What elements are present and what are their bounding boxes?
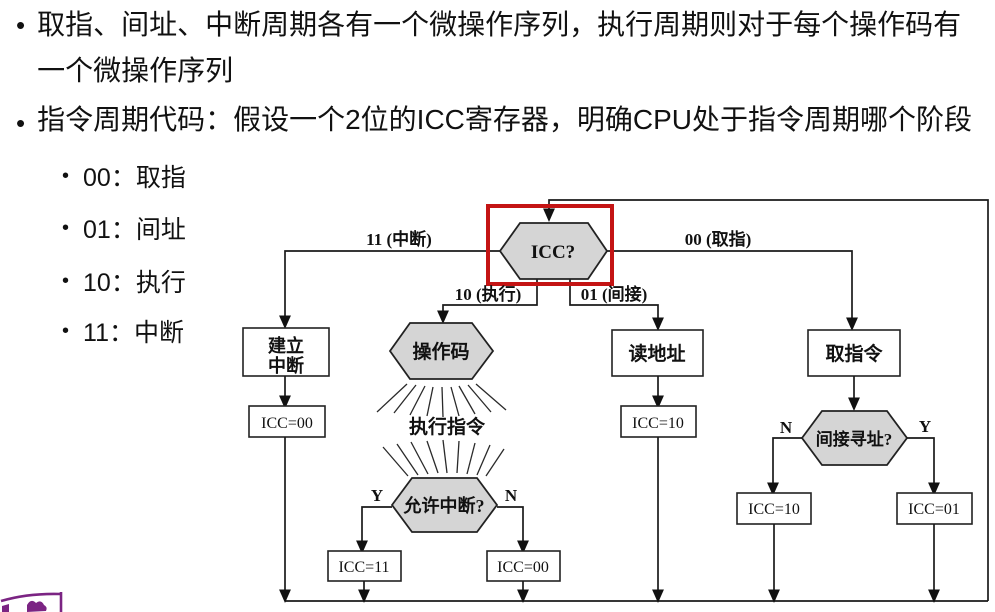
indirect-yes-line xyxy=(907,437,940,497)
icc10-right-label: ICC=10 xyxy=(748,501,800,518)
branch-execute-line xyxy=(437,279,538,325)
micro-op-fan-top xyxy=(376,383,507,418)
micro-op-fan-bottom xyxy=(382,439,505,477)
read-address-label: 读地址 xyxy=(628,342,685,365)
read-address-box xyxy=(611,329,704,377)
university-logo-icon xyxy=(0,592,63,612)
sub-bullet-text: 00：取指 xyxy=(83,164,186,192)
bullet-item-1: • 取指、间址、中断周期各有一个微操作序列，执行周期则对于每个操作码有一个微操作… xyxy=(16,2,984,94)
fetch-instruction-box xyxy=(807,329,901,377)
sub-bullet-11: • 11：中断 xyxy=(62,313,184,349)
bullet-item-2: • 指令周期代码：假设一个2位的ICC寄存器，明确CPU处于指令周期哪个阶段 xyxy=(16,100,984,146)
bullet-icon: • xyxy=(62,164,70,187)
bullet-icon: • xyxy=(16,10,26,40)
icc00-mid-box xyxy=(486,550,561,582)
setup-interrupt-label-1: 建立 xyxy=(268,335,304,356)
bullet-icon: • xyxy=(62,216,70,239)
allow-interrupt-yes-line xyxy=(356,506,392,555)
icc-decision-label: ICC? xyxy=(531,242,575,263)
allow-interrupt-no-label: N xyxy=(505,486,518,505)
execute-instruction-label: 执行指令 xyxy=(409,415,486,438)
indirect-no-label: N xyxy=(780,418,793,437)
icc00-mid-label: ICC=00 xyxy=(497,559,549,576)
sub-bullet-00: • 00：取指 xyxy=(62,158,186,194)
opcode-label: 操作码 xyxy=(412,340,469,363)
allow-interrupt-no-line xyxy=(497,506,529,555)
icc00-left-box xyxy=(248,405,326,438)
setup-interrupt-label-2: 中断 xyxy=(268,355,304,376)
icc10-right-box xyxy=(736,492,812,525)
allow-interrupt-yes-label: Y xyxy=(371,486,383,505)
bullet-text-2: 指令周期代码：假设一个2位的ICC寄存器，明确CPU处于指令周期哪个阶段 xyxy=(37,104,973,135)
sub-bullet-text: 01：间址 xyxy=(83,216,186,244)
sub-bullet-10: • 10：执行 xyxy=(62,263,186,299)
bullet-icon: • xyxy=(62,319,70,342)
branch-interrupt-line xyxy=(279,250,500,330)
bullet-icon: • xyxy=(16,108,26,138)
setup-interrupt-box xyxy=(242,327,330,377)
indirect-addressing-label: 间接寻址? xyxy=(816,429,893,449)
bullet-icon: • xyxy=(62,269,70,292)
opcode-decision-hexagon xyxy=(388,322,495,380)
label-00-fetch: 00 (取指) xyxy=(685,229,752,249)
bullet-text-1: 取指、间址、中断周期各有一个微操作序列，执行周期则对于每个操作码有一个微操作序列 xyxy=(37,9,962,86)
flow-feedback-loop-line xyxy=(543,199,989,601)
label-11-interrupt: 11 (中断) xyxy=(366,229,432,249)
highlight-box xyxy=(486,204,614,286)
sub-bullet-01: • 01：间址 xyxy=(62,210,186,246)
icc10-mid-label: ICC=10 xyxy=(632,415,684,432)
fetch-instruction-label: 取指令 xyxy=(825,342,883,365)
indirect-yes-label: Y xyxy=(919,417,931,436)
label-01-indirect: 01 (间接) xyxy=(581,284,648,304)
branch-indirect-line xyxy=(569,279,664,332)
sub-bullet-text: 10：执行 xyxy=(83,269,186,297)
icc-decision-hexagon xyxy=(498,222,609,280)
allow-interrupt-label: 允许中断? xyxy=(403,495,485,516)
branch-fetch-line xyxy=(607,250,858,332)
indirect-no-line xyxy=(767,437,802,497)
icc01-label: ICC=01 xyxy=(908,501,960,518)
icc00-left-label: ICC=00 xyxy=(261,415,313,432)
icc11-label: ICC=11 xyxy=(338,559,389,576)
sub-bullet-text: 11：中断 xyxy=(83,319,184,347)
label-10-execute: 10 (执行) xyxy=(455,284,522,304)
allow-interrupt-hexagon xyxy=(390,477,499,533)
icc01-box xyxy=(896,492,973,525)
